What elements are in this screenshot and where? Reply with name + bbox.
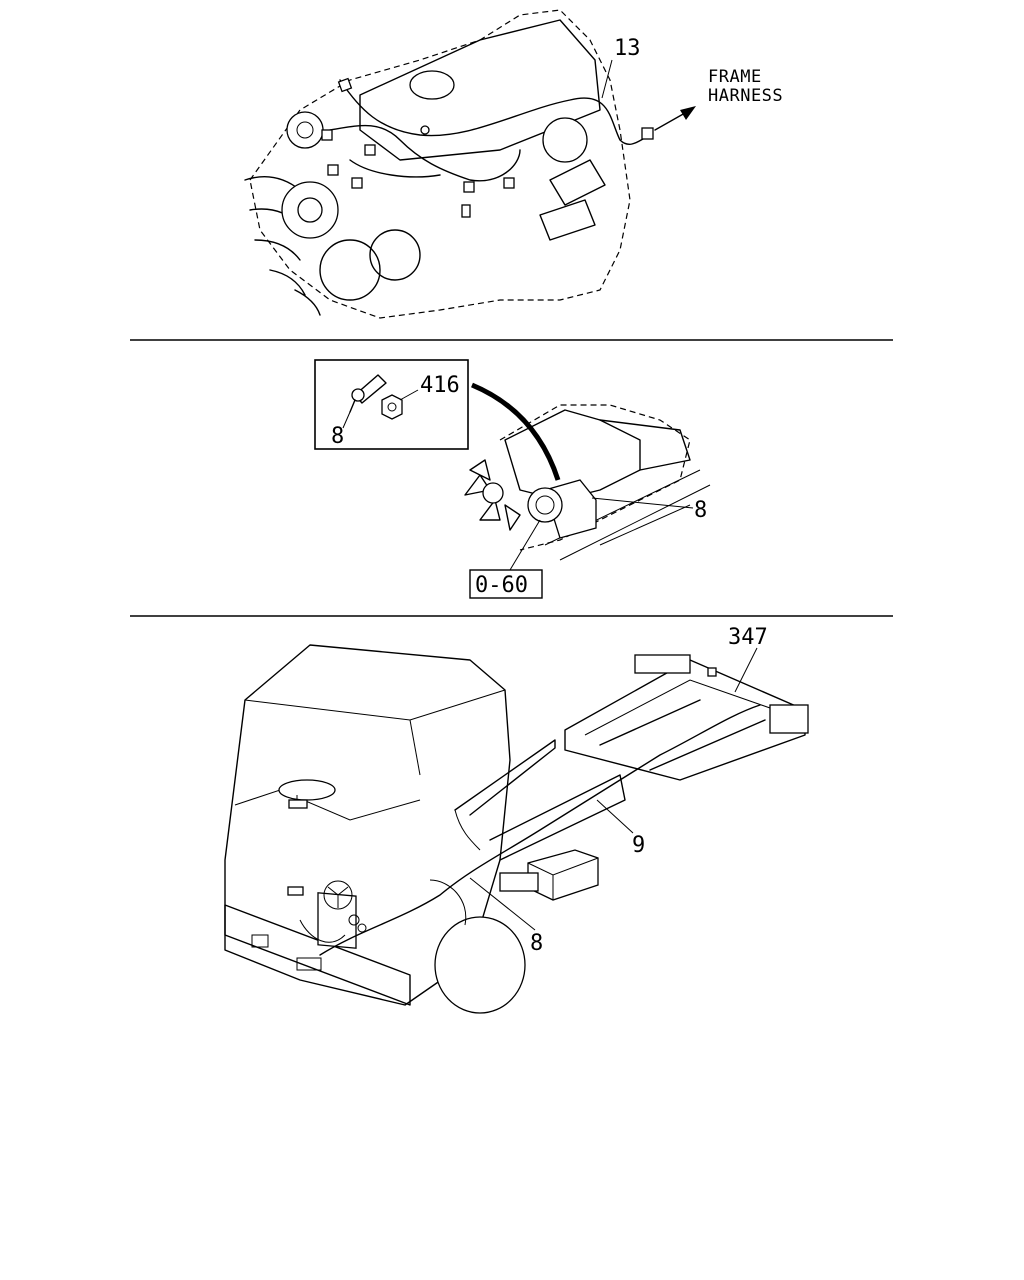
callout-416: 416 — [420, 373, 460, 398]
leader-347 — [734, 647, 758, 693]
fan-icon — [244, 176, 339, 316]
callout-347: 347 — [728, 625, 768, 650]
callout-13: 13 — [614, 36, 641, 61]
callout-9: 9 — [632, 833, 645, 858]
leader-9 — [596, 799, 634, 834]
leader-ref — [509, 519, 541, 571]
engine-illustration — [244, 9, 654, 319]
wheel-icon — [429, 879, 526, 1014]
battery-icon — [499, 849, 599, 901]
inset-box — [314, 359, 469, 450]
nut-icon — [381, 394, 403, 420]
leader-8-battery — [469, 877, 536, 931]
truck-illustration — [224, 644, 809, 1014]
frame-harness-label-line2: HARNESS — [708, 86, 783, 106]
radiator-fan-icon — [317, 880, 357, 949]
reference-box-text: 0-60 — [475, 573, 528, 598]
inset-pointer — [471, 382, 561, 481]
callout-8-battery: 8 — [530, 931, 543, 956]
callout-8-starter: 8 — [694, 498, 707, 523]
frame-harness-label-line1: FRAME — [708, 67, 762, 87]
callout-8-inset: 8 — [331, 424, 344, 449]
reference-box — [469, 569, 543, 599]
starter-engine-illustration — [464, 404, 711, 561]
arrow-right-icon — [654, 106, 696, 131]
fan-icon — [464, 459, 521, 531]
steering-wheel-icon — [278, 779, 336, 809]
starter-motor — [527, 479, 597, 539]
leader-8 — [591, 497, 694, 509]
leader-13 — [601, 59, 613, 99]
